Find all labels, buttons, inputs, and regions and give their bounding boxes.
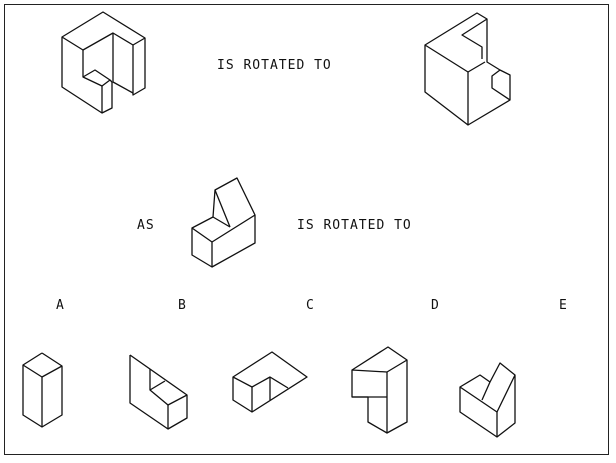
option-e-figure[interactable] — [459, 362, 516, 438]
option-b-figure[interactable] — [129, 354, 188, 430]
test-frame — [4, 4, 609, 455]
question-object — [191, 177, 256, 268]
example-object-original — [61, 11, 146, 114]
option-a-figure[interactable] — [22, 352, 63, 428]
option-c-figure[interactable] — [232, 351, 308, 413]
option-e-label[interactable]: E — [559, 298, 568, 313]
question-prefix: AS — [137, 218, 155, 233]
example-phrase: IS ROTATED TO — [217, 58, 332, 73]
example-object-rotated — [424, 12, 511, 126]
question-phrase: IS ROTATED TO — [297, 218, 412, 233]
option-d-figure[interactable] — [351, 346, 408, 434]
option-d-label[interactable]: D — [431, 298, 440, 313]
option-c-label[interactable]: C — [306, 298, 315, 313]
option-a-label[interactable]: A — [56, 298, 65, 313]
option-b-label[interactable]: B — [178, 298, 187, 313]
